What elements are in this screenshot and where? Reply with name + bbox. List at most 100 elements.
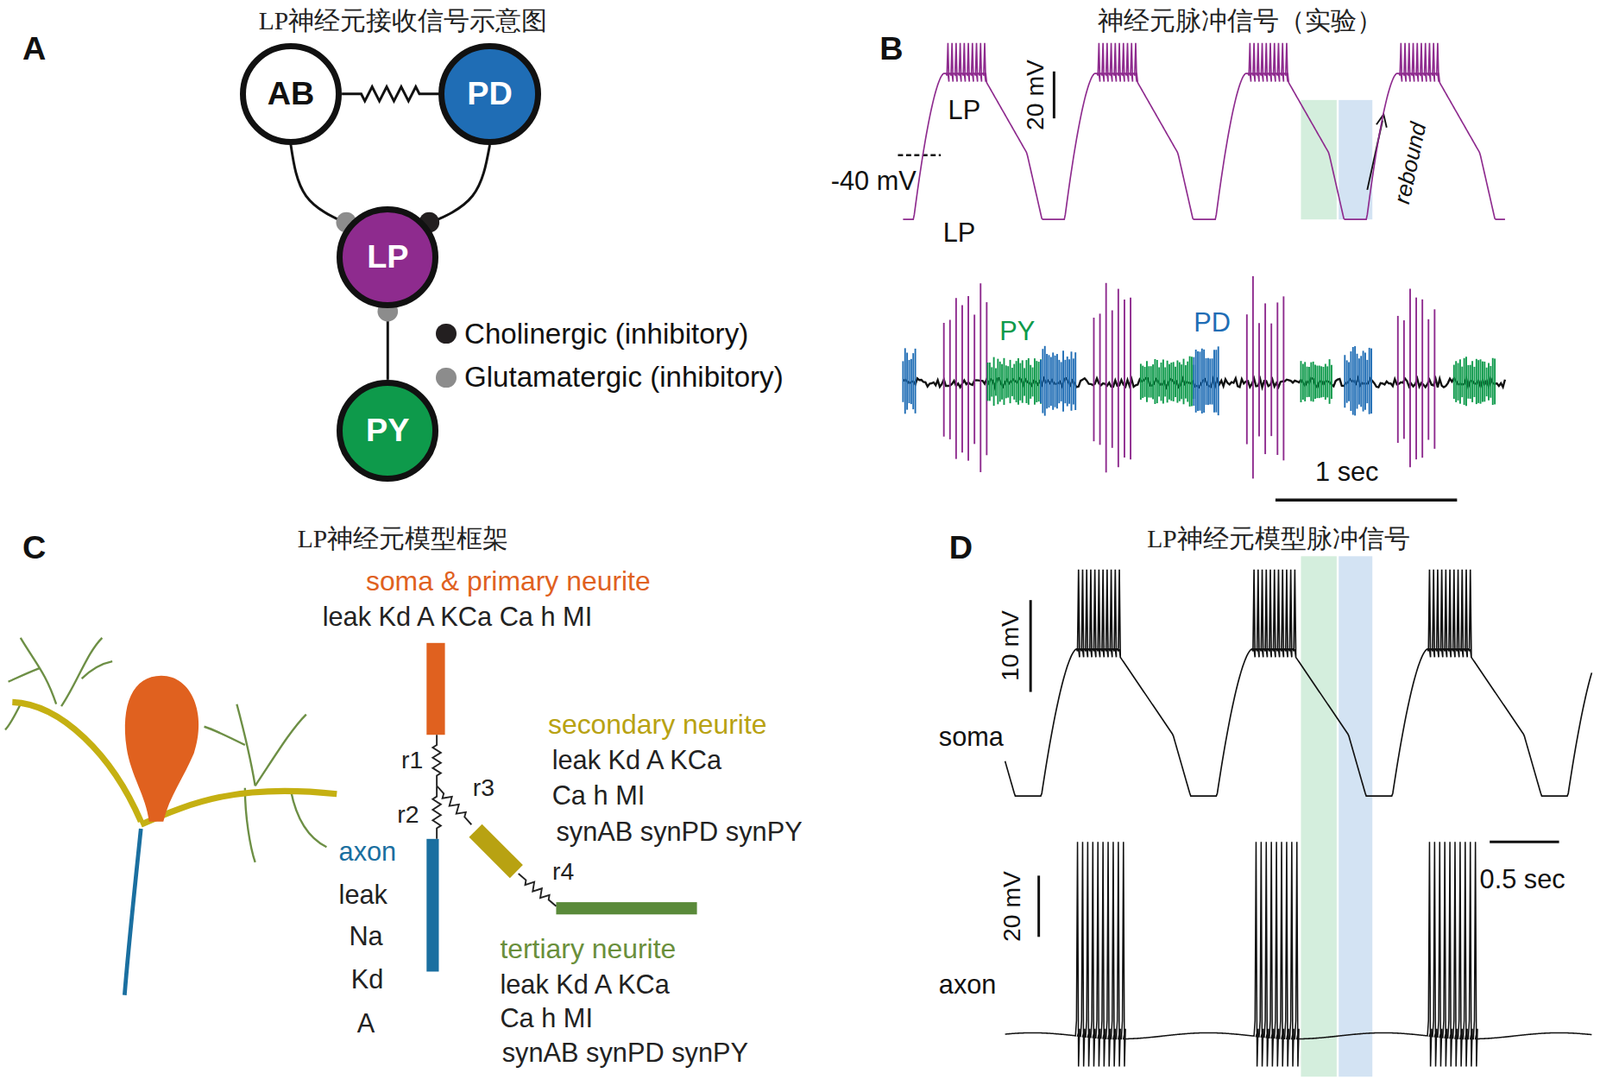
spike-stroke	[1421, 299, 1424, 458]
spike-stroke	[1039, 359, 1042, 404]
spike-stroke	[1455, 360, 1457, 403]
spike-stroke	[1072, 358, 1075, 404]
spike-stroke	[1013, 364, 1015, 400]
spike-stroke	[1156, 359, 1159, 404]
spike-stroke	[1459, 359, 1462, 404]
spike-stroke	[1184, 365, 1187, 399]
trace-label: PD	[1193, 308, 1231, 338]
spike-stroke	[1162, 359, 1165, 404]
spike-stroke	[1308, 366, 1311, 397]
voltage-trace	[902, 43, 1506, 221]
neuron-name: AB	[267, 75, 315, 113]
spike-stroke	[1045, 353, 1048, 409]
spike-stroke	[908, 359, 911, 404]
spike-stroke	[1348, 361, 1350, 401]
spike-stroke	[1480, 359, 1482, 404]
spike-stroke	[993, 357, 996, 406]
reference-line	[897, 154, 941, 157]
spike-stroke	[973, 314, 976, 444]
spike-stroke	[1140, 363, 1142, 400]
compartment-name: soma & primary neurite	[365, 566, 651, 597]
legend-text: Cholinergic (inhibitory)	[464, 317, 749, 349]
spike-stroke	[1465, 356, 1468, 406]
spike-stroke	[1303, 361, 1306, 402]
spike-stroke	[1064, 359, 1066, 404]
spike-stroke	[1166, 360, 1169, 404]
panel-title: LP神经元接收信号示意图	[258, 6, 548, 35]
spike-stroke	[1217, 346, 1220, 416]
spike-stroke	[1360, 355, 1362, 407]
spike-stroke	[943, 322, 945, 437]
resistor-label: r2	[396, 800, 419, 828]
spike-stroke	[995, 367, 997, 396]
spike-stroke	[1258, 322, 1260, 436]
neuron-name: PY	[365, 411, 410, 449]
spike-stroke	[1062, 350, 1065, 412]
scale-label: 0.5 sec	[1480, 864, 1566, 895]
spike-stroke	[1164, 366, 1166, 397]
spike-stroke	[1316, 365, 1318, 399]
spike-stroke	[1457, 363, 1460, 401]
resistor-symbol	[436, 785, 472, 825]
spike-stroke	[1007, 365, 1009, 397]
synapse-list: synAB synPD synPY	[502, 1038, 749, 1068]
spike-stroke	[1489, 365, 1492, 398]
spike-stroke	[1329, 359, 1331, 404]
spike-stroke	[1415, 297, 1418, 460]
resistor-symbol	[432, 785, 441, 838]
spike-stroke	[904, 347, 907, 414]
spike-stroke	[961, 305, 964, 454]
spike-stroke	[1051, 352, 1054, 410]
spike-stroke	[1461, 366, 1463, 397]
spike-stroke	[1144, 366, 1147, 397]
spike-stroke	[1186, 361, 1189, 403]
spike-stroke	[1192, 357, 1195, 406]
spike-stroke	[1483, 361, 1486, 402]
spike-stroke	[1203, 349, 1205, 413]
spike-stroke	[1011, 367, 1014, 397]
spike-stroke	[1195, 349, 1197, 413]
channel-list: Ca h MI	[552, 781, 646, 811]
spike-stroke	[1300, 360, 1303, 403]
spike-stroke	[1306, 366, 1309, 397]
spike-stroke	[1039, 359, 1042, 404]
annotation: rebound	[1389, 120, 1431, 207]
spike-stroke	[979, 283, 982, 473]
channel-list: leak Kd A KCa	[552, 745, 723, 775]
spike-stroke	[914, 348, 917, 414]
spike-stroke	[1015, 360, 1018, 403]
spike-stroke	[1176, 359, 1178, 403]
scale-bar	[1275, 498, 1457, 503]
voltage-level: -40 mV	[831, 167, 917, 197]
neuron-drawing	[5, 637, 337, 996]
spike-stroke	[1310, 362, 1312, 402]
spike-stroke	[901, 360, 904, 402]
trace-label: axon	[938, 970, 997, 1000]
channel-list: Na	[348, 922, 383, 952]
voltage-trace	[1005, 569, 1593, 796]
soma-drawing	[125, 675, 199, 822]
spike-stroke	[1196, 351, 1199, 411]
spike-stroke	[1207, 358, 1210, 405]
spike-stroke	[1060, 361, 1063, 402]
spike-stroke	[1302, 364, 1304, 400]
spike-stroke	[1070, 351, 1073, 410]
spike-stroke	[1009, 359, 1012, 404]
trace-label: LP	[948, 95, 982, 126]
panel-title: 神经元脉冲信号（实验）	[1097, 6, 1383, 35]
spike-stroke	[1027, 358, 1030, 405]
spike-stroke	[1270, 323, 1273, 436]
spike-stroke	[1066, 356, 1069, 407]
spike-stroke	[1209, 358, 1211, 404]
spike-stroke	[949, 320, 952, 440]
spike-stroke	[1211, 358, 1214, 404]
spike-stroke	[1312, 361, 1315, 402]
spike-stroke	[1029, 365, 1032, 399]
spike-stroke	[1180, 364, 1183, 399]
spike-stroke	[1474, 366, 1476, 397]
secondary-compartment	[475, 830, 517, 871]
channel-list: Ca h MI	[499, 1003, 593, 1034]
spike-stroke	[955, 297, 958, 459]
spike-stroke	[1190, 356, 1193, 406]
